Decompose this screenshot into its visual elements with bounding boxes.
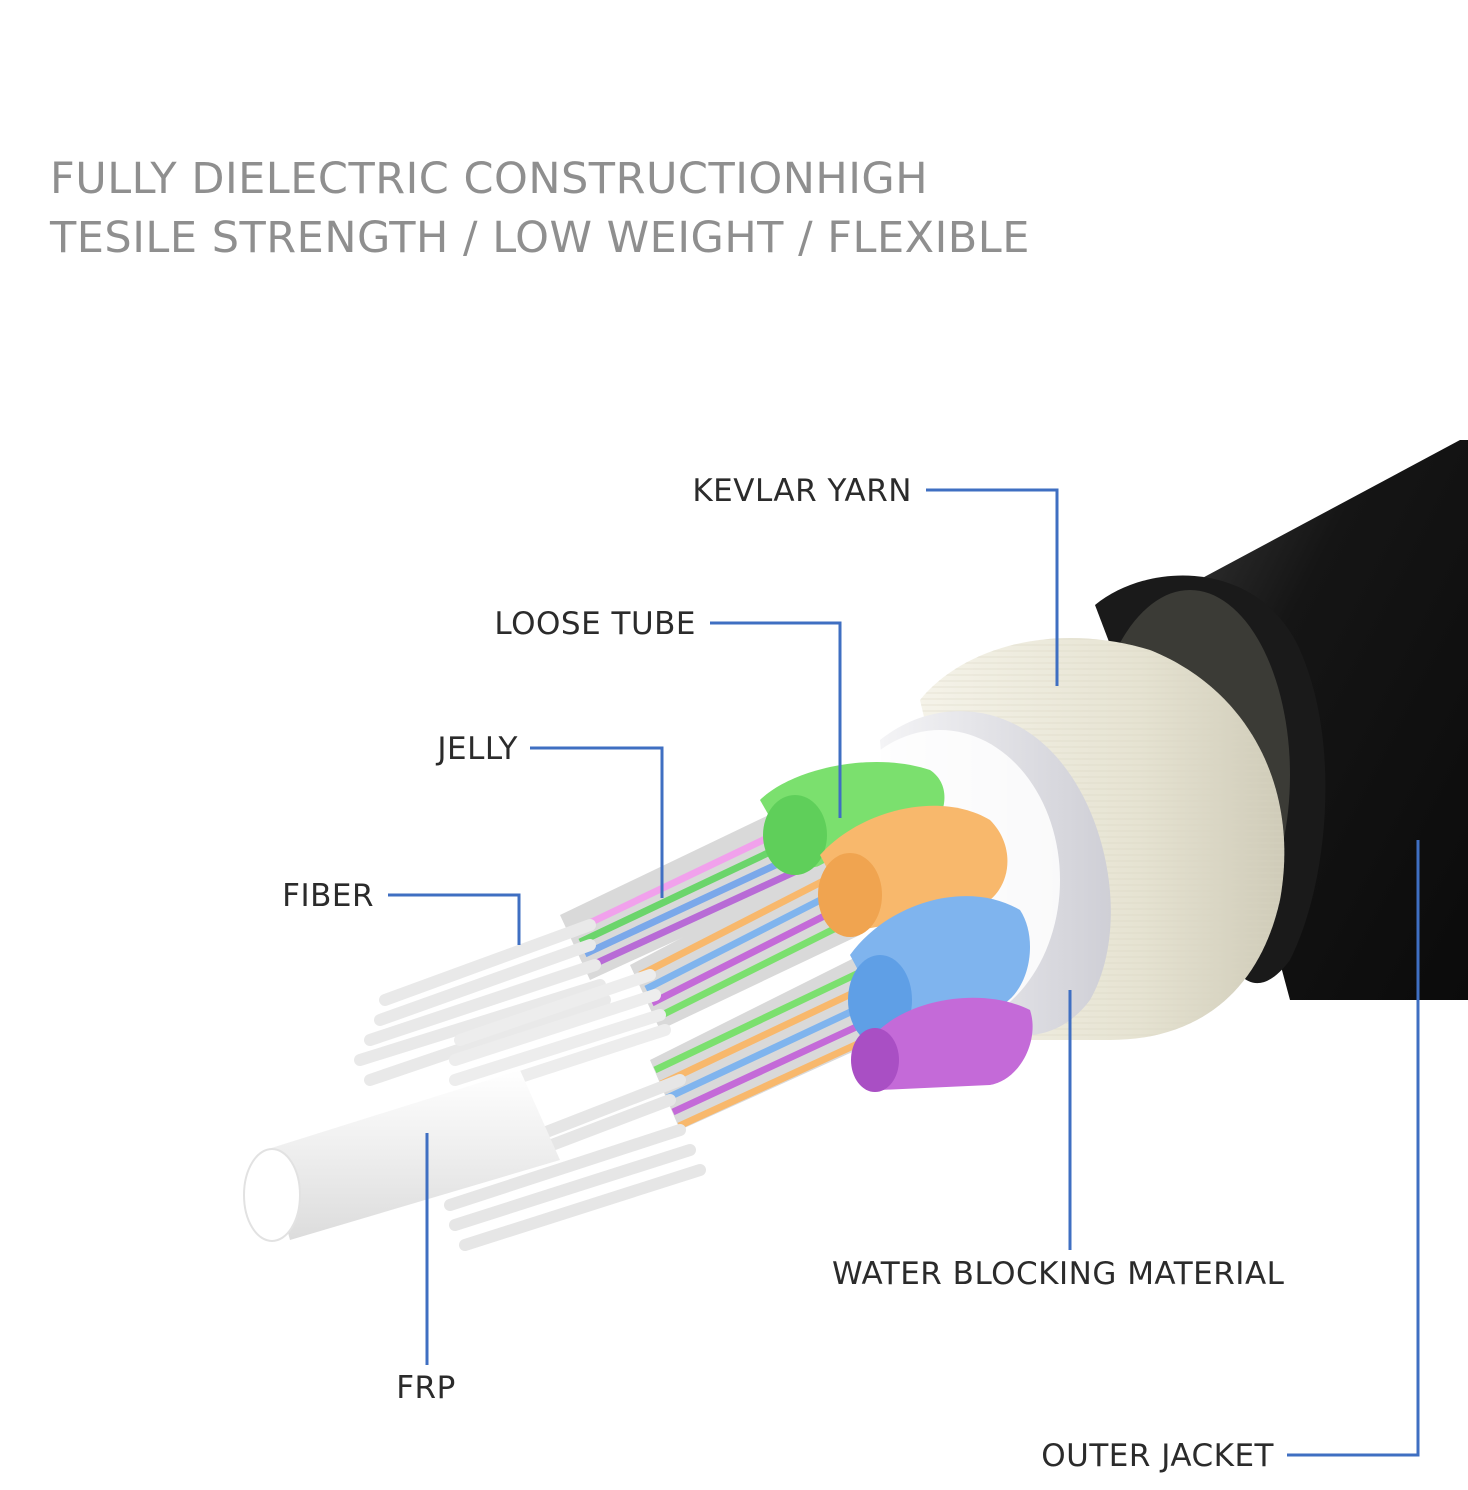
label-frp: FRP — [396, 1370, 456, 1406]
label-outer-jacket: OUTER JACKET — [1041, 1438, 1274, 1474]
headline-line-2: TESILE STRENGTH / LOW WEIGHT / FLEXIBLE — [50, 213, 1030, 263]
label-loose-tube: LOOSE TUBE — [494, 606, 696, 642]
headline-line-1: FULLY DIELECTRIC CONSTRUCTIONHIGH — [50, 154, 929, 204]
headline: FULLY DIELECTRIC CONSTRUCTIONHIGH TESILE… — [50, 150, 1030, 268]
leader-loose-tube — [710, 621, 842, 818]
label-kevlar-yarn: KEVLAR YARN — [692, 473, 912, 509]
leader-jelly — [530, 746, 664, 898]
frp-rod — [243, 1070, 560, 1242]
label-jelly: JELLY — [435, 731, 518, 767]
label-water-blocking-material: WATER BLOCKING MATERIAL — [832, 1256, 1285, 1292]
loose-tube-blue — [650, 896, 1030, 1130]
label-fiber: FIBER — [282, 878, 374, 914]
leader-kevlar-yarn — [926, 488, 1059, 686]
fiber-bundle-upper — [354, 919, 611, 1086]
leader-outer-jacket — [1287, 840, 1420, 1457]
leader-fiber — [388, 893, 521, 945]
loose-tube-purple — [851, 997, 1033, 1092]
